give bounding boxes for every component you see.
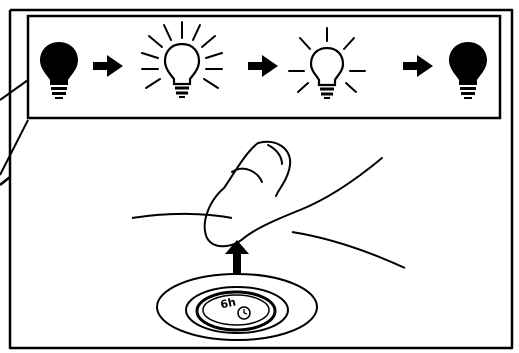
timer-icon xyxy=(237,306,251,320)
timer-button[interactable]: 6h xyxy=(156,273,318,341)
bulb-dim-icon xyxy=(288,27,366,99)
surface-line-left xyxy=(131,212,233,219)
bulb-off-icon xyxy=(449,42,487,99)
arrow-right-icon xyxy=(93,55,123,77)
arrow-right-icon xyxy=(403,55,433,77)
callout-pointer xyxy=(0,79,29,176)
timer-button-label: 6h xyxy=(219,296,237,312)
surface-line-right xyxy=(291,231,406,269)
bulb-off-icon xyxy=(40,42,78,99)
finger-illustration xyxy=(203,140,383,248)
arrow-right-icon xyxy=(248,55,278,77)
bulb-bright-icon xyxy=(141,21,223,98)
